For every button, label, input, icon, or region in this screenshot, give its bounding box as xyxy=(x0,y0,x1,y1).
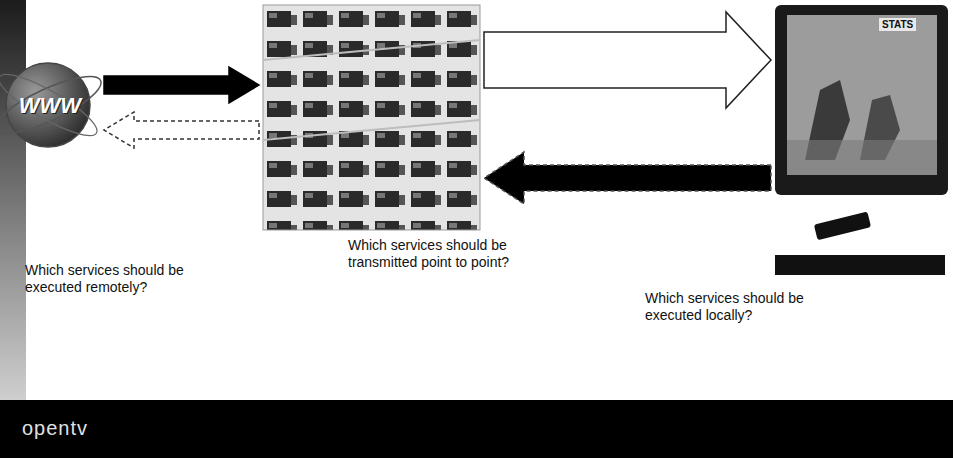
headend-equipment-photo xyxy=(263,5,480,230)
television-set xyxy=(775,5,948,195)
question-caption: Which services should be executed remote… xyxy=(25,262,210,296)
remote-control xyxy=(814,211,871,240)
set-top-box xyxy=(775,255,945,275)
globe-icon xyxy=(0,63,107,147)
footer-bar xyxy=(0,400,953,458)
illustration-node: WWWWhich services should be executed rem… xyxy=(0,58,100,153)
block-arrow xyxy=(104,67,259,103)
screen-overlay-text: STATS xyxy=(879,18,916,31)
illustration-node: STATSWhich services should be executed l… xyxy=(775,5,948,195)
brand-logo: opentv xyxy=(22,417,88,440)
question-caption: Which services should be transmitted poi… xyxy=(348,237,548,271)
block-arrow xyxy=(484,12,771,108)
globe-text: WWW xyxy=(19,93,81,119)
block-arrow xyxy=(484,152,771,204)
question-caption: Which services should be executed locall… xyxy=(645,290,835,324)
block-arrow xyxy=(104,112,259,148)
side-strip xyxy=(0,0,26,400)
illustration-node: Which services should be transmitted poi… xyxy=(263,5,480,230)
